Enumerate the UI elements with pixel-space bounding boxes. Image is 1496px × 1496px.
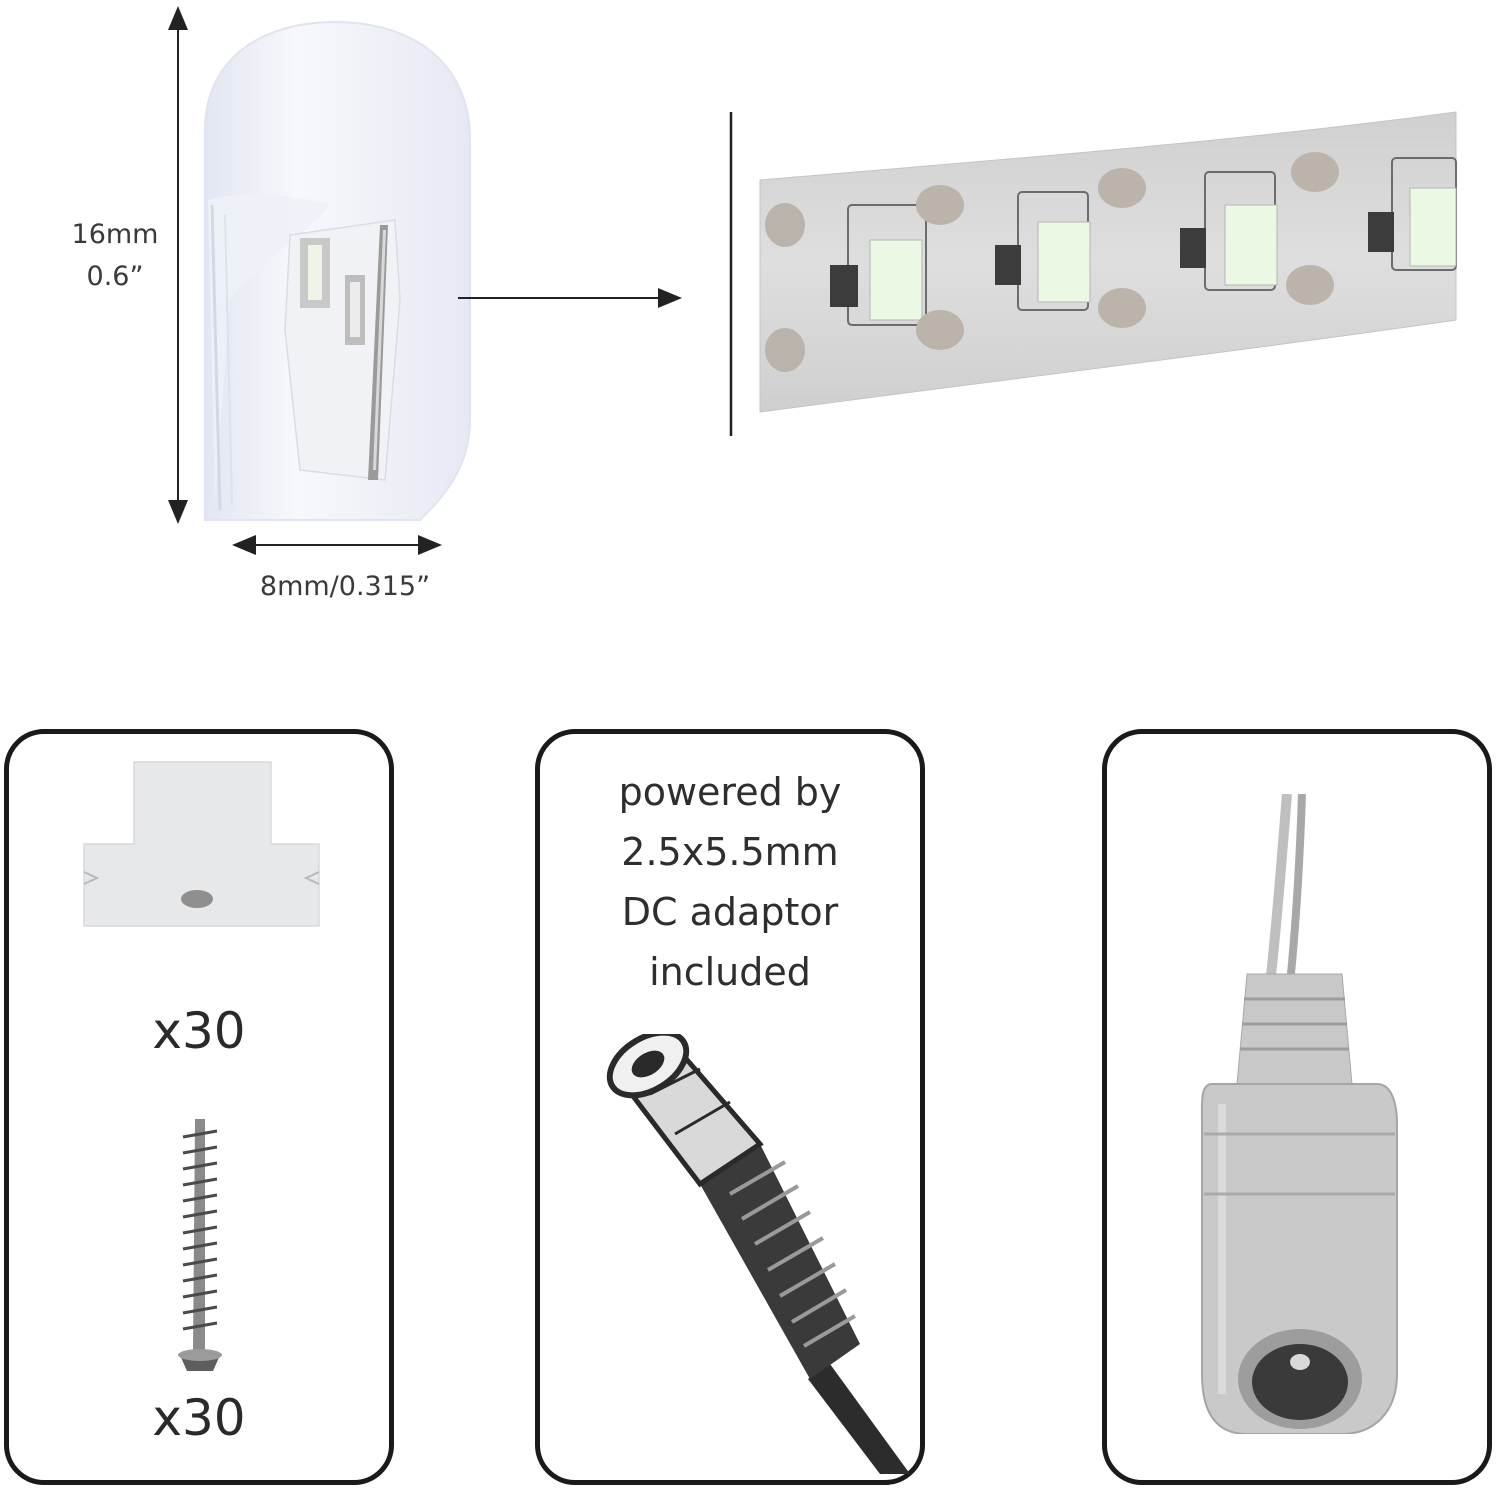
height-dimension-label: 16mm 0.6” (40, 214, 190, 298)
accessories-panel: x30 x30 (4, 729, 394, 1485)
width-dimension-label: 8mm/0.315” (259, 571, 431, 602)
power-line-4: included (649, 950, 811, 994)
top-diagram (168, 6, 1457, 555)
power-panel: powered by 2.5x5.5mm DC adaptor included (535, 729, 925, 1485)
neon-tube-cross-section-icon (204, 20, 471, 521)
dc-male-plug-icon (606, 1034, 910, 1474)
height-mm-label: 16mm (71, 219, 159, 250)
clip-quantity: x30 (152, 1002, 246, 1060)
screw-icon (178, 1119, 222, 1371)
power-line-1: powered by (618, 770, 842, 814)
height-in-label: 0.6” (86, 261, 144, 292)
connector-panel (1102, 729, 1492, 1485)
led-group (995, 168, 1146, 328)
mounting-clip-icon (83, 761, 320, 927)
power-line-3: DC adaptor (621, 890, 839, 934)
led-group (765, 185, 964, 372)
dc-female-connector-icon (1200, 794, 1398, 1434)
power-description: powered by 2.5x5.5mm DC adaptor included (540, 762, 920, 1002)
led-group (1368, 157, 1457, 271)
screw-quantity: x30 (152, 1389, 246, 1447)
led-strip-icon (759, 111, 1457, 413)
power-line-2: 2.5x5.5mm (621, 830, 839, 874)
led-group (1180, 152, 1339, 305)
